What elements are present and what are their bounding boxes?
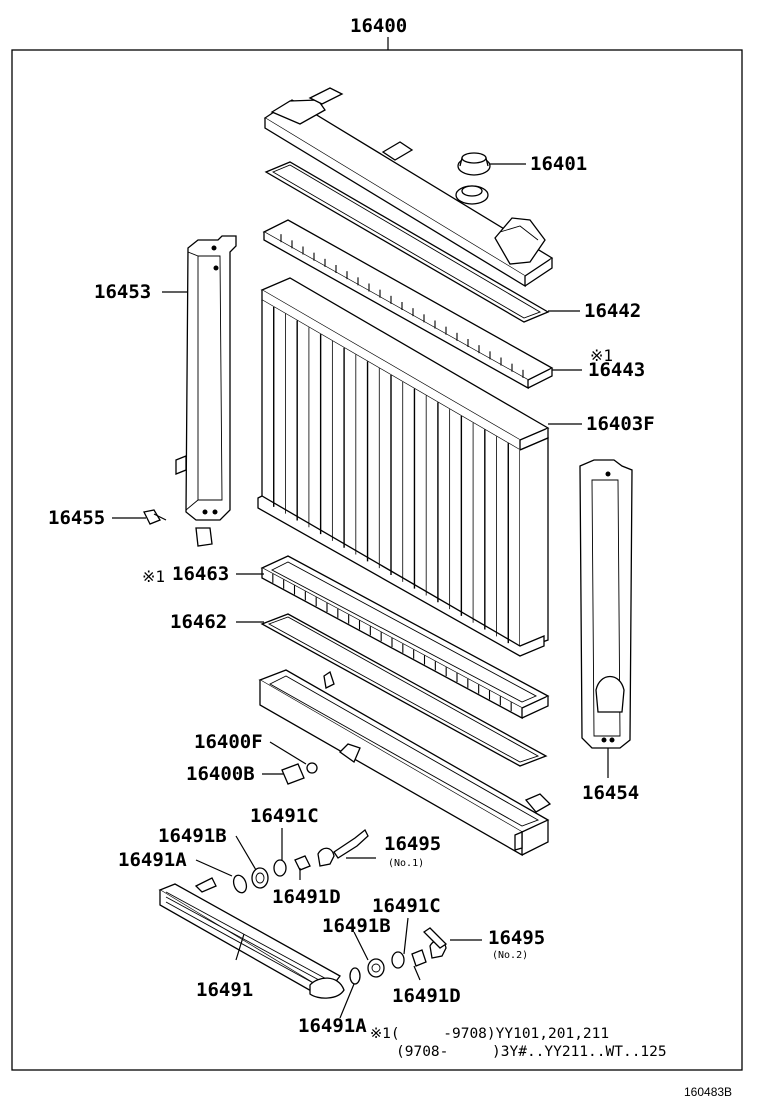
radiator-cap-drawing — [457, 152, 491, 176]
label-16455: 16455 — [48, 507, 105, 529]
label-16495-2: 16495 — [488, 927, 545, 949]
application-note-line-2: (9708- )3Y#..YY211..WT..125 — [396, 1044, 667, 1060]
right-side-support-drawing — [579, 459, 633, 749]
label-16462: 16462 — [170, 611, 227, 633]
label-16442: 16442 — [584, 300, 641, 322]
label-16403F: 16403F — [586, 413, 655, 435]
application-note-line-1: ※1( -9708)YY101,201,211 — [370, 1026, 609, 1042]
label-16491: 16491 — [196, 979, 253, 1001]
label-16491C-2: 16491C — [372, 895, 441, 917]
label-16491A-1: 16491A — [118, 849, 187, 871]
label-16491B-1: 16491B — [158, 825, 227, 847]
lower-gasket-drawing — [260, 613, 548, 767]
label-16495-1: 16495 — [384, 833, 441, 855]
leader-lines — [112, 163, 609, 1019]
label-16491D-1: 16491D — [272, 886, 341, 908]
label-16454: 16454 — [582, 782, 639, 804]
left-side-support-drawing — [175, 235, 237, 547]
label-16491C-1: 16491C — [250, 805, 319, 827]
label-16443-mark: ※1 — [590, 346, 613, 365]
assembly-frame — [11, 49, 743, 1071]
label-16491B-2: 16491B — [322, 915, 391, 937]
radiator-core-drawing — [257, 277, 550, 657]
upper-gasket-drawing — [264, 161, 550, 323]
label-16495-2-sub: (No.2) — [492, 950, 528, 961]
label-16453: 16453 — [94, 281, 151, 303]
label-16463-mark: ※1 — [142, 567, 165, 586]
label-16491D-2: 16491D — [392, 985, 461, 1007]
lower-header-plate-drawing — [260, 555, 550, 720]
label-16400F: 16400F — [194, 731, 263, 753]
label-16400B: 16400B — [186, 763, 255, 785]
bolt-16455-drawing — [143, 509, 167, 525]
upper-header-plate-drawing — [262, 219, 554, 390]
label-16463: 16463 — [172, 563, 229, 585]
label-16491A-2: 16491A — [298, 1015, 367, 1037]
assembly-number-label: 16400 — [350, 15, 407, 37]
drain-cock-drawing — [281, 762, 318, 785]
label-16401: 16401 — [530, 153, 587, 175]
label-16495-1-sub: (No.1) — [388, 858, 424, 869]
oil-cooler-fittings-drawing — [232, 828, 448, 985]
oil-cooler-drawing — [158, 877, 345, 999]
label-16443: 16443 — [588, 359, 645, 381]
upper-tank-drawing — [263, 87, 554, 288]
illustration-reference-code: 160483B — [684, 1085, 732, 1099]
lower-tank-drawing — [258, 669, 552, 857]
